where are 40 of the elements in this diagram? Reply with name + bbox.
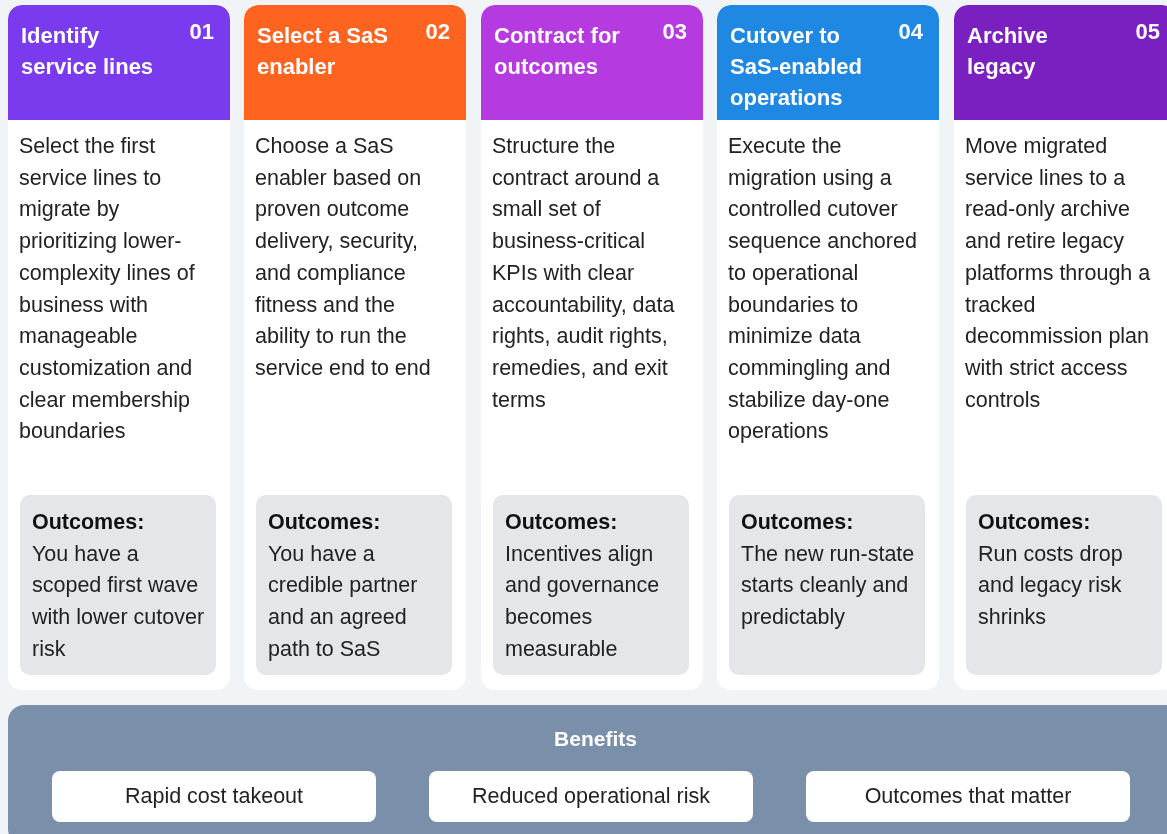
step-card (244, 5, 466, 690)
step-description: Move migrated service lines to a read-only archive and retire legacy platforms through a tracked decommission plan with strict access controls (965, 133, 1152, 414)
benefit-card: Rapid cost takeout (52, 771, 376, 822)
step-description: Choose a SaS enabler based on proven outcome delivery, security, and compliance fitness and the ability to run the service end to end (255, 133, 432, 382)
step-number: 05 (1135, 18, 1160, 46)
outcome-text: The new run-state starts cleanly and predictably (741, 540, 915, 632)
outcome-heading: Outcomes: (741, 509, 855, 536)
outcome-text: You have a scoped first wave with lower cutover risk (32, 540, 206, 663)
outcome-heading: Outcomes: (505, 509, 619, 536)
step-title: Select a SaS enabler (257, 22, 389, 81)
outcome-heading: Outcomes: (978, 509, 1092, 536)
outcome-panel (20, 495, 216, 675)
benefits-panel (8, 705, 1167, 834)
step-description: Structure the contract around a small set of business-critical KPIs with clear accountability, data rights, audit rights, remedies, and exit terms (492, 133, 676, 414)
outcome-panel (729, 495, 925, 675)
step-card (954, 5, 1167, 690)
outcome-panel (493, 495, 689, 675)
benefits-heading: Benefits (553, 727, 638, 751)
outcome-text: You have a credible partner and an agreed path to SaS (268, 540, 419, 663)
benefit-card: Outcomes that matter (806, 771, 1130, 822)
outcome-panel (256, 495, 452, 675)
step-card (481, 5, 703, 690)
outcome-heading: Outcomes: (268, 509, 382, 536)
step-number: 01 (189, 18, 214, 46)
outcome-text: Run costs drop and legacy risk shrinks (978, 540, 1124, 632)
outcome-text: Incentives align and governance becomes measurable (505, 540, 661, 663)
step-card (717, 5, 939, 690)
step-title: Identify service lines (21, 22, 155, 81)
step-title: Contract for outcomes (494, 22, 621, 81)
step-number: 04 (898, 18, 923, 46)
step-number: 02 (425, 18, 450, 46)
outcome-heading: Outcomes: (32, 509, 146, 536)
step-number: 03 (662, 18, 687, 46)
step-title: Cutover to SaS-enabled operations (730, 22, 864, 112)
step-card (8, 5, 230, 690)
step-description: Execute the migration using a controlled cutover sequence anchored to operational boundaries to minimize data commingling and stabilize day-one operations (728, 133, 918, 446)
outcome-panel (966, 495, 1162, 675)
benefit-card: Reduced operational risk (429, 771, 753, 822)
step-title: Archive legacy (967, 22, 1049, 81)
step-description: Select the first service lines to migrate by prioritizing lower-complexity lines of business with manageable customization and clear membership boundaries (19, 133, 196, 446)
